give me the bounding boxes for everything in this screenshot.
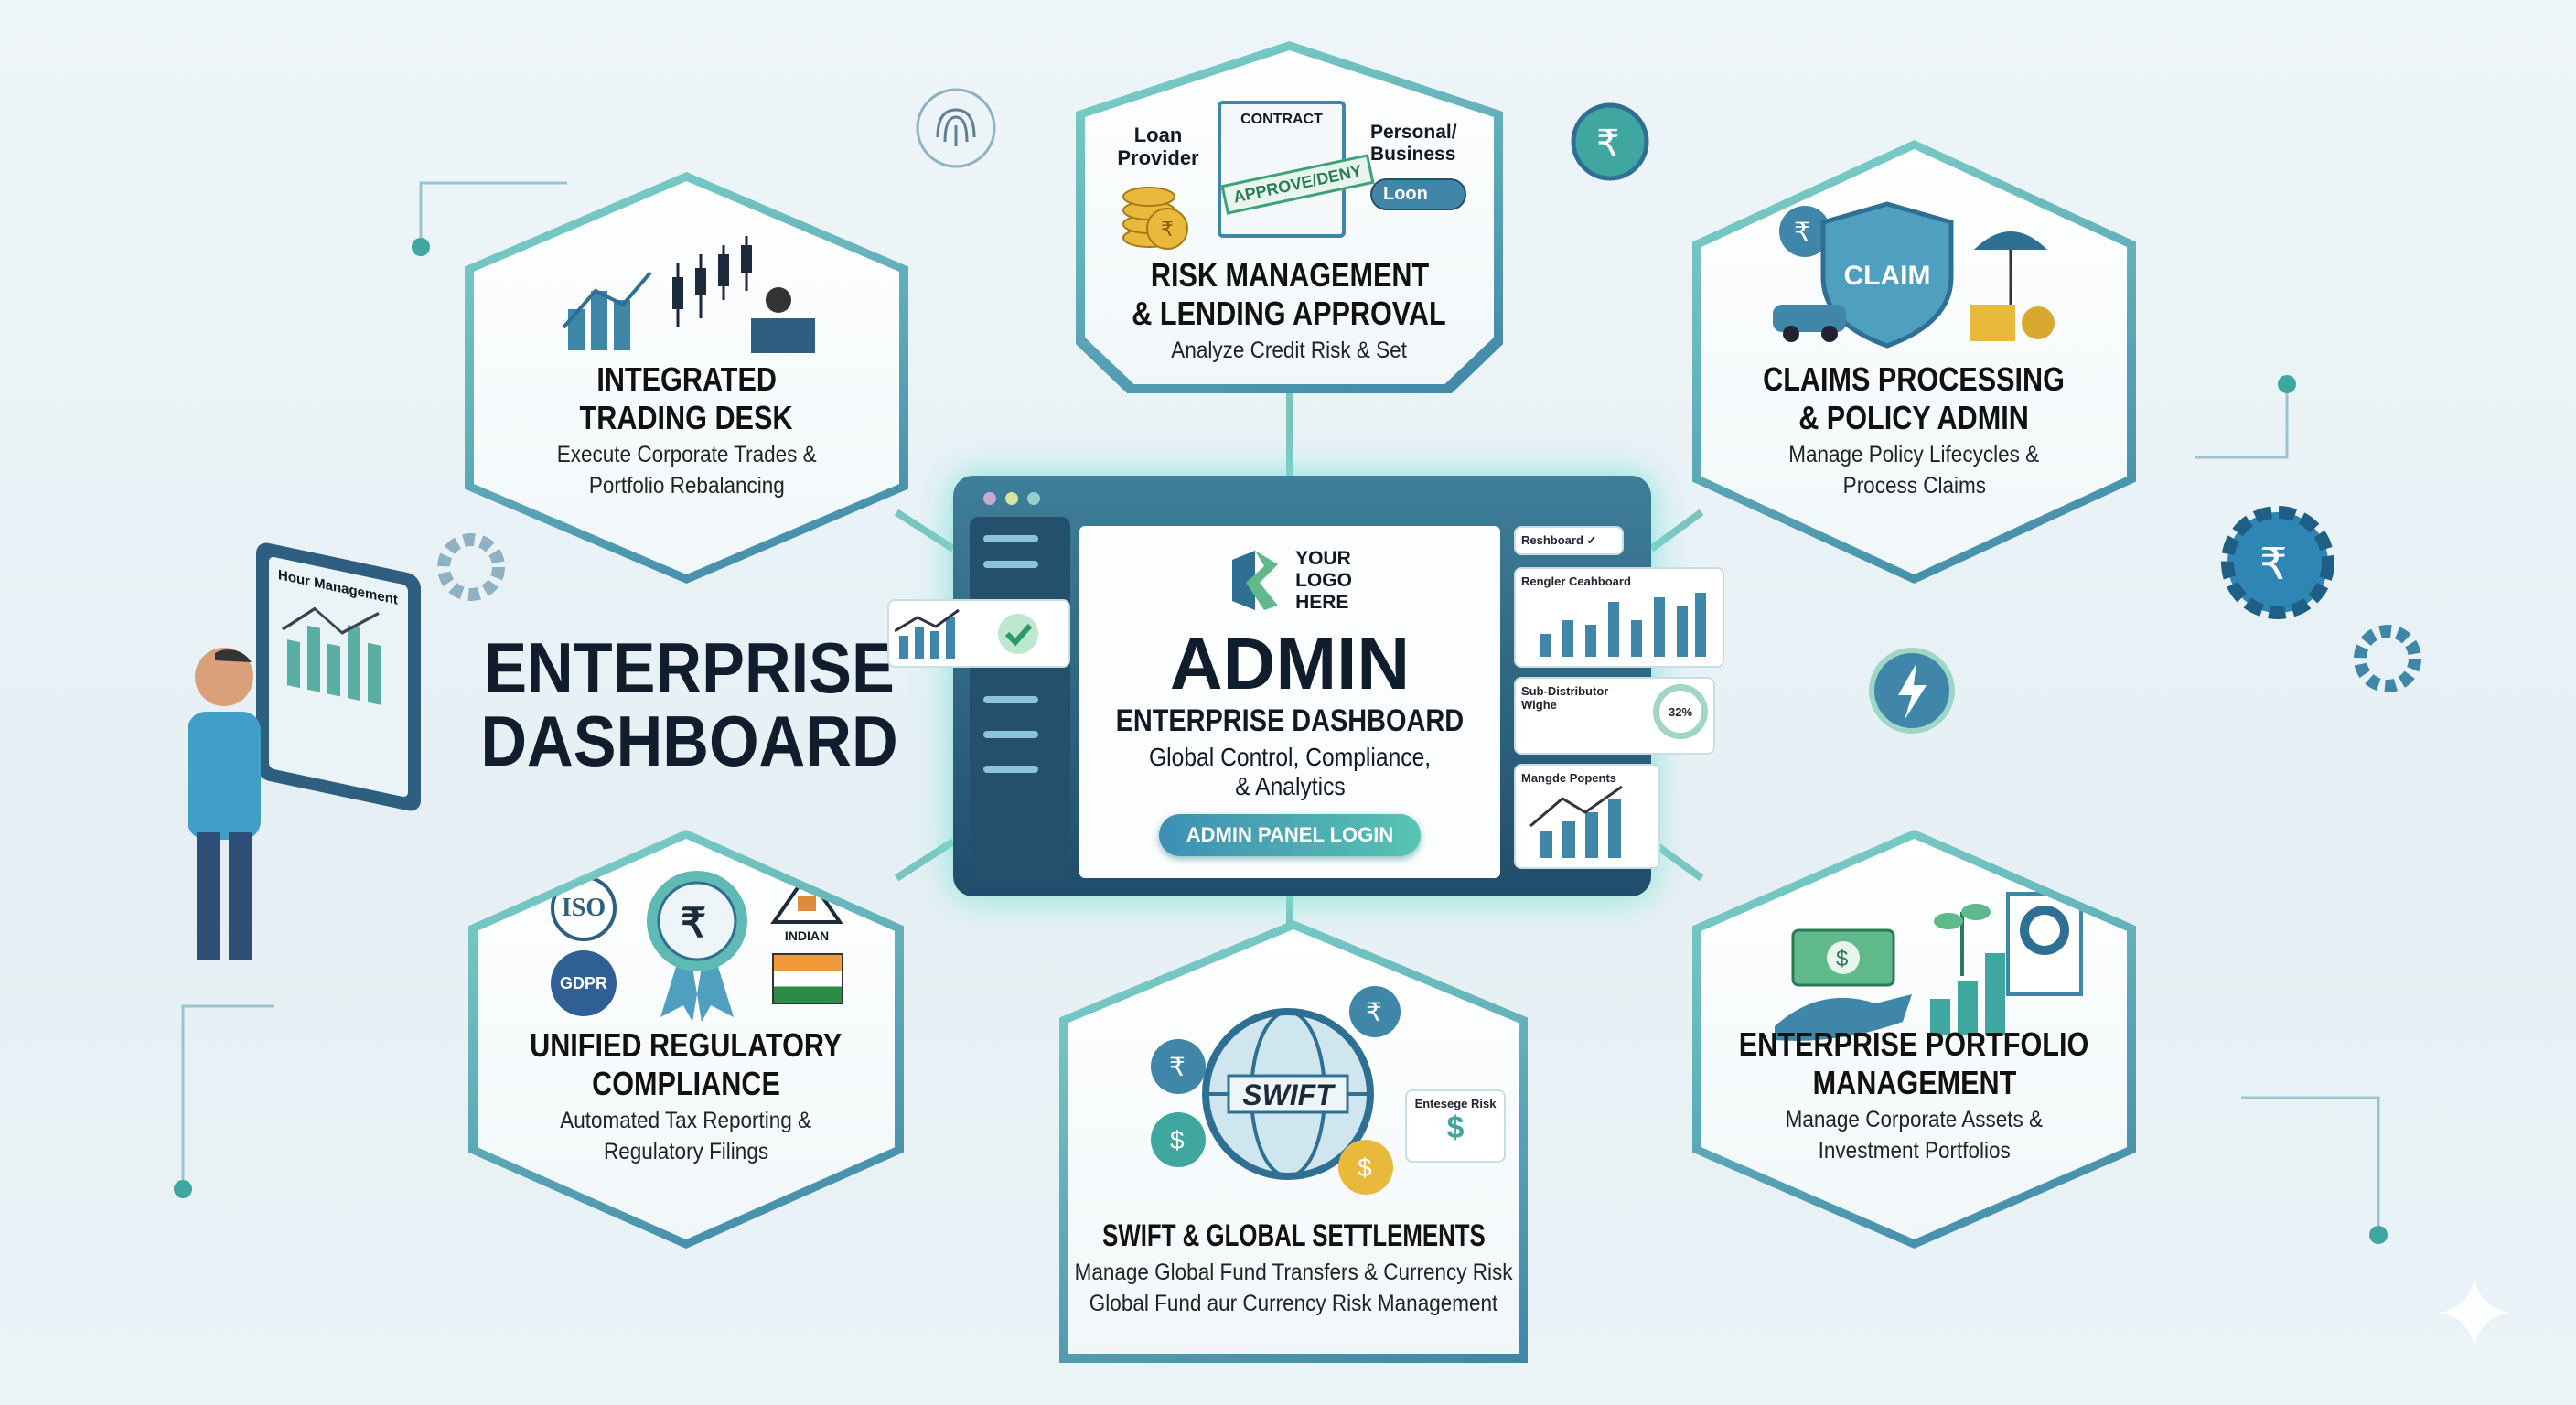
sidebar-item[interactable] [983, 696, 1038, 703]
enterprise-dashboard-heading: ENTERPRISE DASHBOARD [480, 627, 898, 781]
module-swift-settlements[interactable]: SWIFT₹$₹$ Entesege Risk$ SWIFT & GLOBAL … [1059, 920, 1528, 1363]
admin-panel-login-button[interactable]: ADMIN PANEL LOGIN [1158, 814, 1422, 856]
bar-chart-widget: Rengler Ceahboard [1514, 567, 1724, 668]
swift-globe-icon: SWIFT ₹ $ ₹ $ [1151, 986, 1401, 1195]
rupee-award-ribbon-icon: ₹ [647, 871, 747, 1022]
tablet-illustration: Hour Management [256, 540, 421, 814]
person-figure [174, 640, 274, 970]
claim-shield-icon: ₹ CLAIM [1772, 201, 2055, 349]
gear-icon [437, 533, 505, 601]
sidebar-item[interactable] [983, 731, 1038, 738]
approval-chart-card [887, 599, 1070, 668]
portfolio-growth-icon: $ [1775, 892, 2083, 1041]
trading-chart-icon [561, 236, 815, 353]
bar-chart-icon [1540, 593, 1706, 657]
india-flag-icon [772, 953, 843, 1004]
svg-text:₹: ₹ [1596, 123, 1619, 164]
module-trading-desk[interactable]: INTEGRATED TRADING DESK Execute Corporat… [465, 172, 908, 584]
svg-text:$: $ [1358, 1153, 1372, 1182]
growth-bars-icon [1530, 785, 1623, 858]
iso-badge: ISO [551, 875, 617, 941]
growth-chart-widget: Mangde Popents [1514, 764, 1660, 869]
svg-text:₹: ₹ [681, 901, 706, 946]
logo-mark-icon [1232, 551, 1279, 610]
sidebar-item[interactable] [983, 535, 1038, 542]
loan-toggle[interactable]: Loon [1370, 178, 1466, 210]
fingerprint-icon [916, 88, 996, 168]
svg-text:₹: ₹ [1161, 218, 1174, 241]
gear-icon [2354, 625, 2421, 692]
dashboard-dropdown[interactable]: Reshboard ✓ [1514, 526, 1624, 555]
window-controls [983, 492, 1040, 505]
compliance-badges: ISO GDPR ₹ INDIAN [542, 866, 843, 1022]
rupee-gear-icon: ₹ [2221, 506, 2334, 619]
dashboard-sidebar [970, 517, 1070, 883]
sidebar-item[interactable] [983, 561, 1038, 568]
sparkle-icon [2438, 1276, 2511, 1349]
check-icon [998, 613, 1038, 654]
module-claims-policy[interactable]: ₹CLAIM CLAIMS PROCESSING & POLICY ADMIN … [1692, 140, 2136, 584]
module-risk-lending[interactable]: Loan Provider ₹ CONTRACT APPROVE/DENY Pe… [1076, 41, 1503, 393]
svg-text:₹: ₹ [2259, 541, 2288, 589]
lightning-icon [1869, 648, 1955, 734]
module-regulatory-compliance[interactable]: ISO GDPR ₹ INDIAN UNIFIED REGULATORY COM… [468, 830, 904, 1249]
svg-text:₹: ₹ [1794, 218, 1810, 246]
module-enterprise-portfolio[interactable]: $ ENTERPRISE PORTFOLIO MANAGEMENT Manage… [1692, 830, 2136, 1249]
gdpr-badge: GDPR [551, 950, 617, 1016]
svg-text:$: $ [1836, 947, 1848, 971]
svg-text:₹: ₹ [1169, 1053, 1186, 1081]
exchange-risk-card: Entesege Risk$ [1405, 1089, 1506, 1163]
admin-title: ADMIN [1169, 623, 1411, 704]
svg-text:SWIFT: SWIFT [1242, 1078, 1336, 1111]
rupee-coin-icon: ₹ [1571, 102, 1649, 181]
svg-text:₹: ₹ [1366, 998, 1382, 1026]
growth-chart-icon [895, 608, 960, 659]
svg-text:CLAIM: CLAIM [1843, 261, 1930, 291]
svg-text:$: $ [1170, 1126, 1185, 1154]
coin-stack-icon: ₹ [1122, 187, 1188, 250]
sidebar-item[interactable] [983, 766, 1038, 773]
bar-chart-icon [282, 606, 381, 705]
